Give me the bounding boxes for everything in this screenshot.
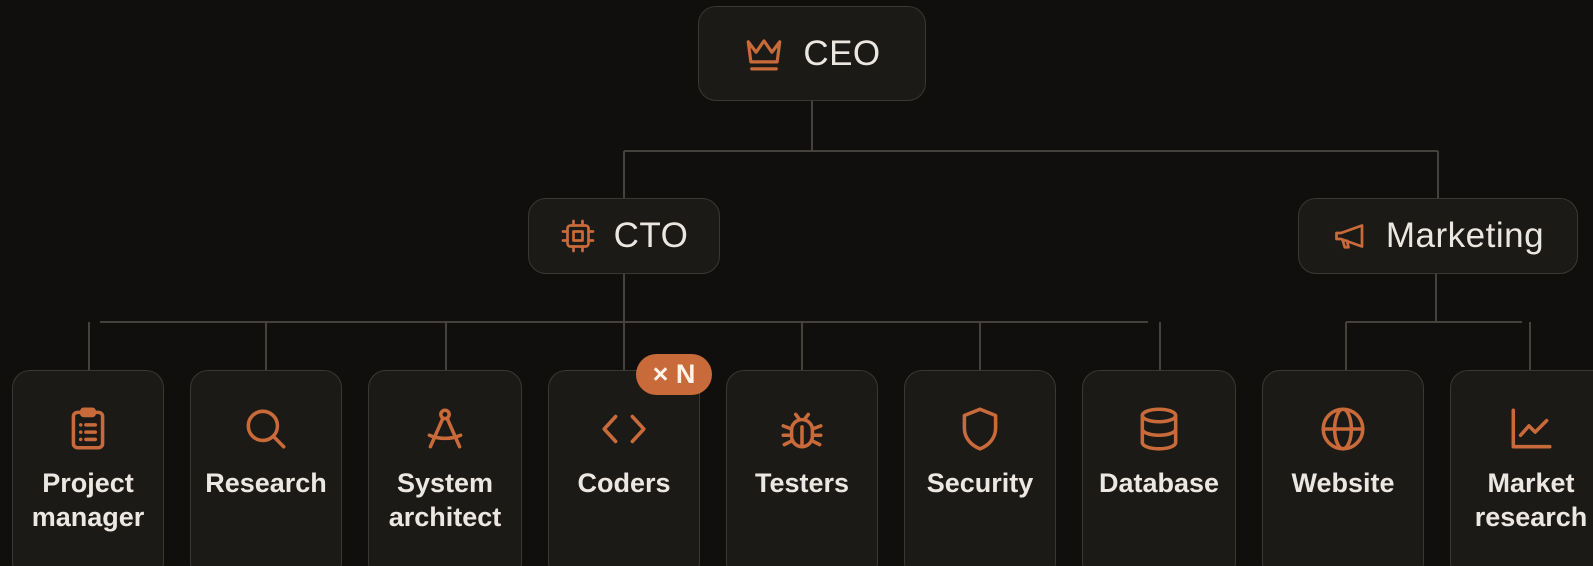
database-label: Database <box>1098 468 1220 498</box>
website-label: Website <box>1291 468 1395 498</box>
ceo-label: CEO <box>803 33 881 73</box>
code-icon <box>599 404 649 454</box>
project-manager-node[interactable]: Project manager <box>12 370 164 566</box>
multiplier-badge: × N <box>636 354 712 395</box>
system-architect-node[interactable]: System architect <box>368 370 522 566</box>
chip-icon <box>560 218 596 254</box>
clipboard-icon <box>63 404 113 454</box>
testers-node[interactable]: Testers <box>726 370 878 566</box>
security-label: Security <box>926 468 1034 498</box>
system-architect-label: System architect <box>388 468 502 532</box>
bug-icon <box>777 404 827 454</box>
marketing-node[interactable]: Marketing <box>1298 198 1578 274</box>
cto-node[interactable]: CTO <box>528 198 720 274</box>
database-icon <box>1134 404 1184 454</box>
marketing-label: Marketing <box>1385 216 1545 255</box>
crown-icon <box>743 33 785 75</box>
cto-label: CTO <box>613 216 689 255</box>
megaphone-icon <box>1332 218 1368 254</box>
marketing-connector <box>1345 272 1531 370</box>
market-research-node[interactable]: Market research <box>1450 370 1593 566</box>
market-research-label: Market research <box>1474 468 1588 532</box>
coders-label: Coders <box>577 468 671 498</box>
research-node[interactable]: Research <box>190 370 342 566</box>
testers-label: Testers <box>754 468 850 498</box>
database-node[interactable]: Database <box>1082 370 1236 566</box>
search-icon <box>241 404 291 454</box>
shield-icon <box>955 404 1005 454</box>
chart-icon <box>1506 404 1556 454</box>
project-manager-label: Project manager <box>31 468 145 532</box>
ceo-node[interactable]: CEO <box>698 6 926 101</box>
research-label: Research <box>205 468 327 498</box>
cto-connector <box>88 272 1161 370</box>
ceo-connector <box>623 100 1439 198</box>
security-node[interactable]: Security <box>904 370 1056 566</box>
compass-icon <box>420 404 470 454</box>
website-node[interactable]: Website <box>1262 370 1424 566</box>
coders-node[interactable]: Coders <box>548 370 700 566</box>
globe-icon <box>1318 404 1368 454</box>
